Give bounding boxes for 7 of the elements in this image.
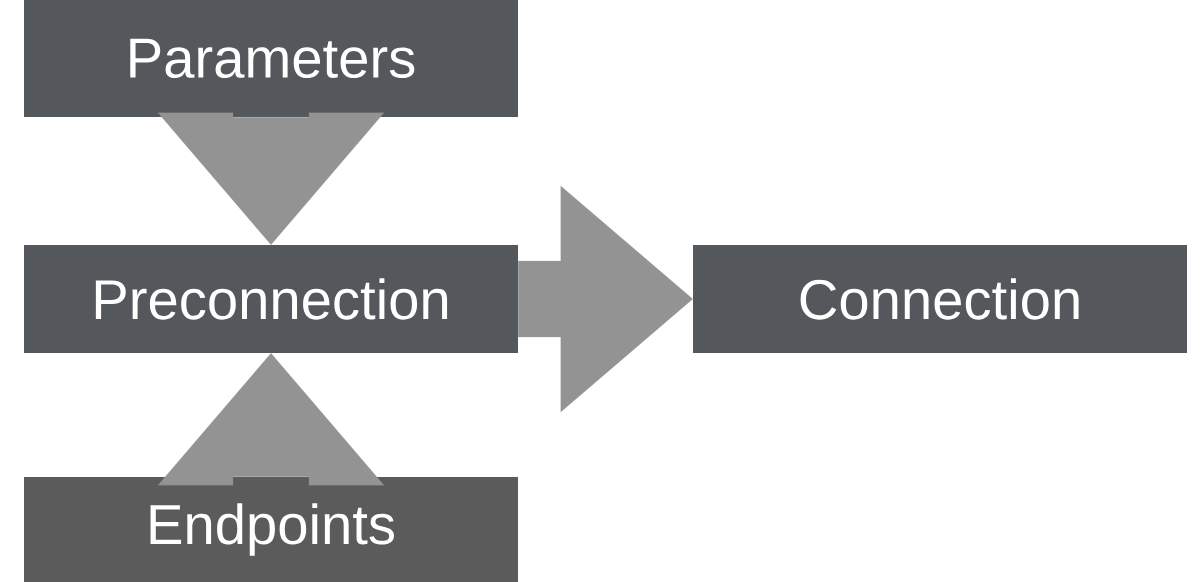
process-box: Parameters: [24, 0, 518, 117]
block-arrow: [518, 185, 693, 413]
process-box: Connection: [693, 245, 1187, 353]
process-box: Preconnection: [24, 245, 518, 353]
block-arrow: [157, 353, 385, 486]
process-box: Endpoints: [24, 477, 518, 582]
block-arrow: [157, 112, 385, 245]
